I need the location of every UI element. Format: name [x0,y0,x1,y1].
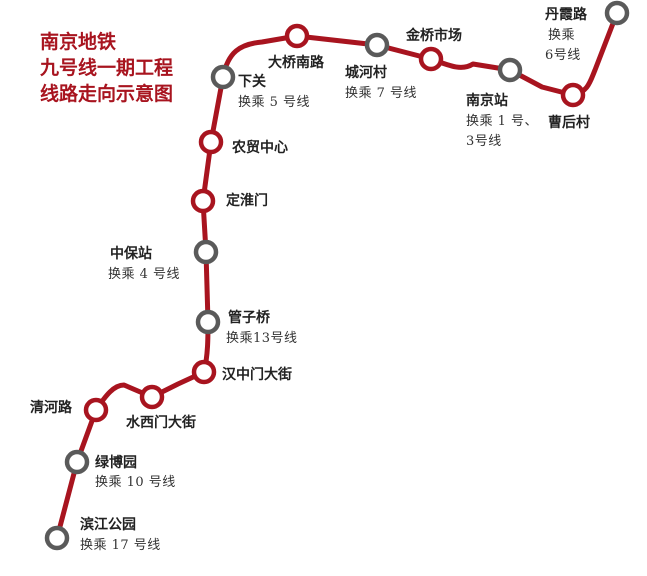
station-marker-jinqiaoshichang[interactable] [418,46,444,72]
station-marker-danxialu[interactable] [604,0,630,26]
station-label-binjianggongyuan: 滨江公园 [80,517,136,533]
station-marker-shuiximendajie[interactable] [139,384,165,410]
station-transfer-binjianggongyuan-1: 换乘 17 号线 [80,538,161,553]
station-label-zhongbaozhan: 中保站 [110,246,152,262]
station-marker-nanjingzhan[interactable] [497,57,523,83]
station-transfer-nanjingzhan-2: 3号线 [466,134,502,149]
station-marker-dinghuaimen[interactable] [190,188,216,214]
station-label-shuiximendajie: 水西门大街 [126,415,196,431]
station-label-dinghuaimen: 定淮门 [226,193,268,209]
station-transfer-danxialu-1: 换乘 [548,28,576,43]
station-label-jinqiaoshichang: 金桥市场 [406,28,462,44]
map-title-line1: 南京地铁 [40,31,117,53]
station-marker-binjianggongyuan[interactable] [44,525,70,551]
station-label-nongmaozhongxin: 农贸中心 [232,140,288,156]
station-marker-qinghelu[interactable] [83,397,109,423]
map-title-line3: 线路走向示意图 [40,83,174,105]
station-label-chenghecun: 城河村 [345,65,387,81]
station-transfer-zhongbaozhan-1: 换乘 4 号线 [108,267,181,282]
station-transfer-guanziqiao-1: 换乘13号线 [226,331,298,346]
station-marker-chenghecun[interactable] [364,32,390,58]
station-marker-lvboyuan[interactable] [64,449,90,475]
station-label-qinghelu: 清河路 [30,400,72,416]
station-marker-caohoucun[interactable] [560,82,586,108]
station-label-hanzhongmendajie: 汉中门大街 [222,367,292,383]
station-marker-daqiaonanlu[interactable] [284,23,310,49]
station-marker-nongmaozhongxin[interactable] [198,129,224,155]
station-marker-hanzhongmendajie[interactable] [191,359,217,385]
station-label-guanziqiao: 管子桥 [228,310,270,326]
station-transfer-chenghecun-1: 换乘 7 号线 [345,86,418,101]
station-transfer-danxialu-2: 6号线 [545,48,581,63]
station-label-caohoucun: 曹后村 [548,115,590,131]
station-marker-zhongbaozhan[interactable] [193,239,219,265]
station-marker-guanziqiao[interactable] [195,309,221,335]
station-label-lvboyuan: 绿博园 [95,455,137,471]
station-label-daqiaonanlu: 大桥南路 [268,55,324,71]
station-transfer-xiaguan-1: 换乘 5 号线 [238,95,311,110]
station-marker-xiaguan[interactable] [210,64,236,90]
station-label-nanjingzhan: 南京站 [466,93,508,109]
map-title-line2: 九号线一期工程 [40,57,174,79]
station-transfer-lvboyuan-1: 换乘 10 号线 [95,475,176,490]
station-label-xiaguan: 下关 [238,74,266,90]
station-transfer-nanjingzhan-1: 换乘 1 号、 [466,114,539,129]
station-label-danxialu: 丹霞路 [545,7,587,23]
